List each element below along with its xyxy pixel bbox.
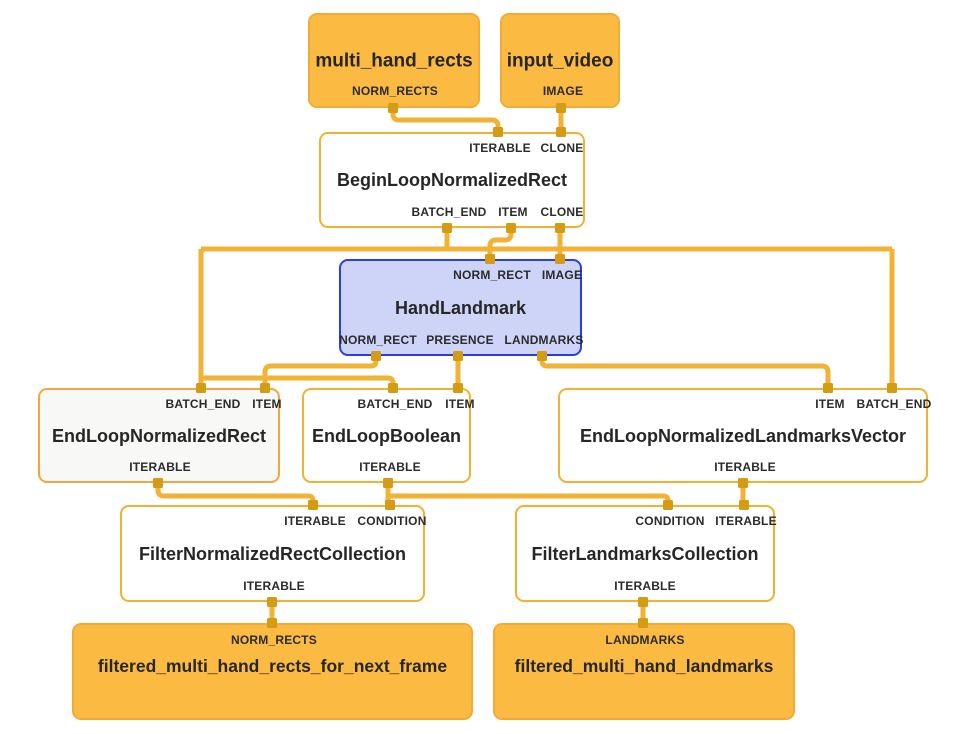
port-label-clone-in: CLONE bbox=[540, 141, 584, 155]
node-end-loop-normalized-rect[interactable]: BATCH_END ITEM EndLoopNormalizedRect ITE… bbox=[38, 388, 282, 483]
port-label-iterable: ITERABLE bbox=[129, 460, 191, 474]
port-label-presence-out: PRESENCE bbox=[426, 333, 494, 347]
node-title: FilterLandmarksCollection bbox=[531, 543, 759, 564]
port-label-item: ITEM bbox=[252, 397, 282, 411]
node-filtered-multi-hand-landmarks[interactable]: LANDMARKS filtered_multi_hand_landmarks bbox=[493, 623, 795, 720]
node-multi-hand-rects[interactable]: multi_hand_rects NORM_RECTS bbox=[308, 13, 480, 108]
port-label-iterable: ITERABLE bbox=[714, 460, 776, 474]
port-label-batch-end: BATCH_END bbox=[357, 397, 433, 411]
edge-connection bbox=[390, 108, 501, 132]
node-filtered-multi-hand-rects-for-next-frame[interactable]: NORM_RECTS filtered_multi_hand_rects_for… bbox=[72, 623, 473, 720]
node-title: BeginLoopNormalizedRect bbox=[336, 170, 568, 190]
node-title: EndLoopNormalizedLandmarksVector bbox=[579, 425, 907, 446]
node-hand-landmark[interactable]: NORM_RECT IMAGE HandLandmark NORM_RECT P… bbox=[339, 259, 584, 356]
edge-connection bbox=[487, 228, 514, 259]
port-label-landmarks: LANDMARKS bbox=[605, 633, 685, 647]
port-label-condition: CONDITION bbox=[357, 514, 427, 528]
port-label-iterable-out: ITERABLE bbox=[243, 579, 305, 593]
port-label-iterable-in: ITERABLE bbox=[715, 514, 777, 528]
node-title: multi_hand_rects bbox=[315, 50, 473, 71]
port-label-batch-end: BATCH_END bbox=[856, 397, 932, 411]
node-title: filtered_multi_hand_rects_for_next_frame bbox=[97, 656, 448, 676]
port-label-image-in: IMAGE bbox=[541, 268, 583, 282]
node-end-loop-normalized-landmarks-vector[interactable]: ITEM BATCH_END EndLoopNormalizedLandmark… bbox=[558, 388, 931, 483]
node-begin-loop-normalized-rect[interactable]: ITERABLE CLONE BeginLoopNormalizedRect B… bbox=[319, 132, 585, 228]
port-label-item: ITEM bbox=[445, 397, 475, 411]
port-label-landmarks-out: LANDMARKS bbox=[504, 333, 584, 347]
port-label-iterable-out: ITERABLE bbox=[614, 579, 676, 593]
port-label-item: ITEM bbox=[498, 205, 528, 219]
edge-connection bbox=[201, 375, 396, 388]
port-label-iterable: ITERABLE bbox=[469, 141, 531, 155]
port-label-clone-out: CLONE bbox=[540, 205, 584, 219]
node-end-loop-boolean[interactable]: BATCH_END ITEM EndLoopBoolean ITERABLE bbox=[302, 388, 475, 483]
edge-connection bbox=[388, 493, 671, 505]
port-label-norm-rects: NORM_RECTS bbox=[351, 84, 439, 98]
port-label-item: ITEM bbox=[815, 397, 845, 411]
node-title: FilterNormalizedRectCollection bbox=[138, 543, 407, 564]
edge-connection bbox=[155, 483, 316, 505]
node-title: input_video bbox=[506, 50, 614, 71]
port-label-batch-end: BATCH_END bbox=[411, 205, 487, 219]
port-label-norm-rects: NORM_RECTS bbox=[230, 633, 318, 647]
edge-connection bbox=[262, 356, 379, 388]
port-label-iterable-in: ITERABLE bbox=[284, 514, 346, 528]
port-label-norm-rect-in: NORM_RECT bbox=[453, 268, 531, 282]
node-title: EndLoopBoolean bbox=[312, 425, 461, 446]
port-label-batch-end: BATCH_END bbox=[165, 397, 241, 411]
node-filter-landmarks-collection[interactable]: CONDITION ITERABLE FilterLandmarksCollec… bbox=[515, 505, 777, 602]
port-label-iterable: ITERABLE bbox=[359, 460, 421, 474]
node-input-video[interactable]: input_video IMAGE bbox=[500, 13, 620, 108]
edge-connection bbox=[539, 356, 831, 388]
node-title: filtered_multi_hand_landmarks bbox=[514, 656, 774, 676]
node-title: EndLoopNormalizedRect bbox=[51, 425, 267, 446]
node-title: HandLandmark bbox=[394, 297, 527, 318]
port-label-condition: CONDITION bbox=[635, 514, 705, 528]
port-label-image: IMAGE bbox=[542, 84, 584, 98]
node-filter-normalized-rect-collection[interactable]: ITERABLE CONDITION FilterNormalizedRectC… bbox=[120, 505, 427, 602]
port-label-norm-rect-out: NORM_RECT bbox=[339, 333, 417, 347]
